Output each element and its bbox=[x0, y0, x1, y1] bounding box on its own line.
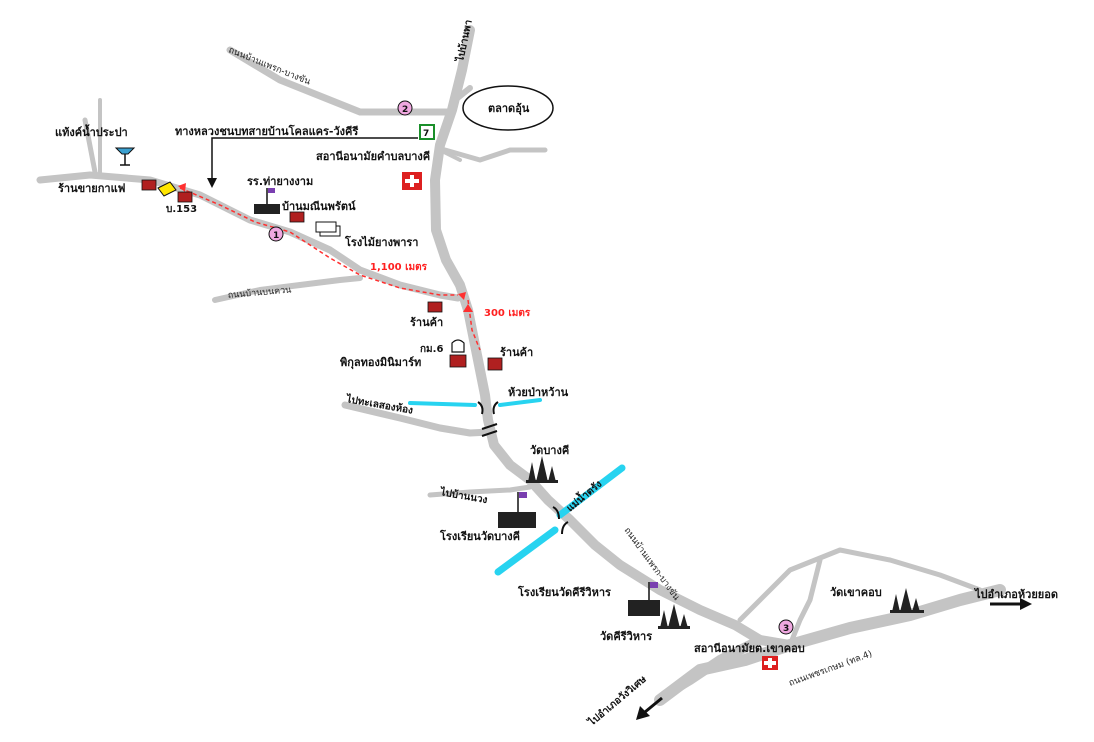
road-water bbox=[82, 117, 98, 175]
direction-arrow-huaiyot bbox=[990, 598, 1032, 610]
shop-icons bbox=[141, 179, 503, 371]
rubber-factory-label: โรงไม้ยางพารา bbox=[344, 235, 418, 249]
to-ban-nuang-label: ไปบ้านนวง bbox=[438, 485, 488, 506]
coffee-shop-label: ร้านขายกาแฟ bbox=[58, 182, 126, 195]
svg-text:1: 1 bbox=[273, 231, 279, 241]
junction-pointer-head bbox=[207, 178, 217, 188]
km6-marker-icon bbox=[451, 339, 465, 353]
water-tower-icon bbox=[114, 147, 136, 166]
shop-icon bbox=[427, 301, 443, 313]
road-name-top: ถนนบ้านแพรก-บางขัน bbox=[227, 45, 312, 88]
shop-icon bbox=[449, 354, 467, 368]
trang-river-upper bbox=[556, 464, 626, 519]
hospital-icon-khaokhob bbox=[762, 656, 778, 670]
direction-arrow-wangwiset bbox=[636, 696, 663, 720]
svg-text:2: 2 bbox=[402, 105, 408, 115]
school-icon-thayang bbox=[254, 188, 280, 214]
hospital-icon bbox=[402, 172, 422, 190]
to-wang-wiset-label: ไปอำเภอวังวิเศษ bbox=[585, 672, 649, 729]
marker-2: 2 bbox=[397, 100, 413, 116]
school-icon-khiriwihan bbox=[628, 582, 660, 616]
road-market bbox=[452, 85, 473, 103]
minimart-label: พิกุลทองมินิมาร์ท bbox=[340, 356, 421, 370]
road-name-bonkuan: ถนนบ้านบนควน bbox=[227, 284, 291, 301]
distance-300m: 300 เมตร bbox=[484, 308, 531, 319]
svg-text:7: 7 bbox=[423, 129, 429, 139]
shop-icon bbox=[141, 179, 157, 191]
shop-icon bbox=[289, 211, 305, 223]
svg-text:3: 3 bbox=[783, 624, 789, 634]
road-west bbox=[36, 171, 462, 302]
house-label: บ้านมณีนพรัตน์ bbox=[282, 200, 356, 213]
road-name-highway: ถนนเพชรเกษม (ทล.4) bbox=[788, 649, 874, 689]
temple-khaokhob-label: วัดเขาคอบ bbox=[830, 586, 882, 599]
road-thalesonghong bbox=[341, 401, 494, 437]
village-road-junction-label: ทางหลวงชนบทสายบ้านโคลแคร-วังคีรี bbox=[175, 124, 358, 138]
to-huai-yot-label: ไปอำเภอห้วยยอด bbox=[973, 587, 1058, 601]
bridge-marks bbox=[477, 401, 569, 535]
market-ellipse bbox=[462, 85, 554, 131]
temple-icon-bangkhi bbox=[526, 456, 558, 483]
temple-icon-khiriwihan bbox=[658, 604, 690, 629]
junction-pointer bbox=[211, 137, 418, 180]
moo-153-label: บ.153 bbox=[166, 204, 197, 215]
road-bannuang bbox=[427, 484, 533, 498]
school-khiriwihan-label: โรงเรียนวัดคีรีวิหาร bbox=[517, 585, 611, 599]
school-bangkhi-label: โรงเรียนวัดบางคี bbox=[439, 529, 520, 543]
shop-icon bbox=[177, 191, 193, 203]
marker-1: 1 bbox=[268, 226, 284, 242]
road-bonkuan bbox=[212, 275, 363, 303]
route-arrow-head-2 bbox=[458, 292, 466, 300]
stream-label: ห้วยป่าหว้าน bbox=[508, 386, 569, 399]
km6-label: กม.6 bbox=[420, 344, 443, 355]
water-tower-label: แท้งค์น้ำประปา bbox=[55, 124, 128, 139]
shop-label-1: ร้านค้า bbox=[410, 316, 443, 329]
health-center-bangkhi-label: สอานีอนามัยคำบลบางคี bbox=[316, 150, 430, 163]
coffee-sign-icon bbox=[157, 181, 177, 197]
seven-eleven-icon: 7 bbox=[419, 124, 435, 140]
trang-river-label: แม่น้ำตรัง bbox=[563, 476, 604, 514]
main-road bbox=[430, 25, 795, 650]
school-icon-bangkhi bbox=[498, 492, 536, 528]
tha-yang-school-label: รร.ท่ายางงาม bbox=[247, 175, 313, 188]
stream-right bbox=[498, 398, 542, 407]
trang-river-lower bbox=[494, 526, 559, 576]
shop-icon bbox=[487, 357, 503, 371]
shop-label-2: ร้านค้า bbox=[500, 346, 533, 359]
road-right-branch bbox=[442, 147, 548, 163]
roads bbox=[36, 25, 1006, 706]
temple-khiriwihan-label: วัดคีรีวิหาร bbox=[600, 630, 652, 643]
road-wangwiset bbox=[660, 635, 765, 700]
factory-icon bbox=[315, 221, 341, 237]
temple-icon-khaokhob bbox=[890, 588, 924, 613]
road-khaokhob bbox=[737, 547, 983, 623]
health-center-khaokhob-label: สอานีอนามัยต.เขาคอบ bbox=[694, 642, 805, 655]
rivers bbox=[408, 398, 626, 576]
road-khaokhob-2 bbox=[787, 557, 823, 648]
market-label: ตลาดอุ้น bbox=[488, 102, 530, 116]
temple-bangkhi-label: วัดบางคี bbox=[530, 444, 569, 457]
marker-3: 3 bbox=[778, 619, 794, 635]
road-top bbox=[226, 46, 454, 116]
road-name-lower: ถนนบ้านแพรก-บางขัน bbox=[622, 525, 682, 602]
route-arrow-head-3 bbox=[463, 304, 473, 312]
road-left-branch bbox=[438, 148, 462, 162]
route-arrow-head-1 bbox=[178, 183, 186, 192]
stream-left bbox=[408, 401, 477, 407]
distance-1100m: 1,100 เมตร bbox=[370, 262, 428, 273]
